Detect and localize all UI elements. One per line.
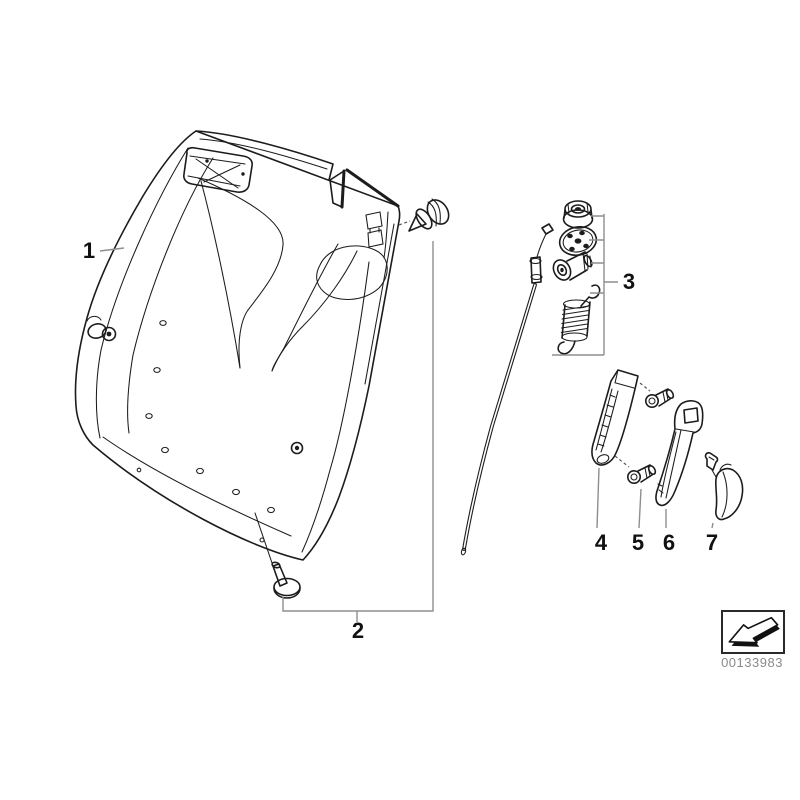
release-lever (655, 400, 704, 507)
stamp-box (721, 610, 785, 654)
bolt-leader-line (254, 512, 273, 564)
bottom-bolt (271, 561, 301, 599)
bent-arrow-down-left-icon (728, 616, 780, 647)
guide-rail (591, 369, 639, 466)
callout-leader-lines (99, 214, 714, 622)
callout-7[interactable]: 7 (705, 530, 719, 555)
tension-spring (557, 284, 601, 355)
headrest-guide-bracket (183, 146, 253, 193)
bowden-cable (460, 223, 554, 556)
latch-detail (365, 211, 389, 259)
screw-lower (614, 455, 657, 484)
corner-flap (329, 169, 346, 209)
lock-nut (562, 200, 594, 229)
image-number: 00133983 (721, 655, 783, 670)
callout-4[interactable]: 4 (594, 530, 608, 555)
expanding-rivet (398, 198, 450, 232)
callout-5[interactable]: 5 (631, 530, 645, 555)
release-handle (704, 452, 744, 521)
perforated-disc (558, 225, 598, 257)
callout-2[interactable]: 2 (351, 618, 365, 643)
threaded-bushing (552, 251, 593, 281)
pivot-grommet (86, 315, 117, 342)
callout-3[interactable]: 3 (622, 269, 636, 294)
frame-cap-nut (290, 441, 304, 455)
callout-1[interactable]: 1 (82, 238, 96, 263)
callout-6[interactable]: 6 (662, 530, 676, 555)
frame-holes (136, 320, 275, 543)
backrest-frame (74, 130, 401, 564)
screw-upper (639, 382, 675, 408)
